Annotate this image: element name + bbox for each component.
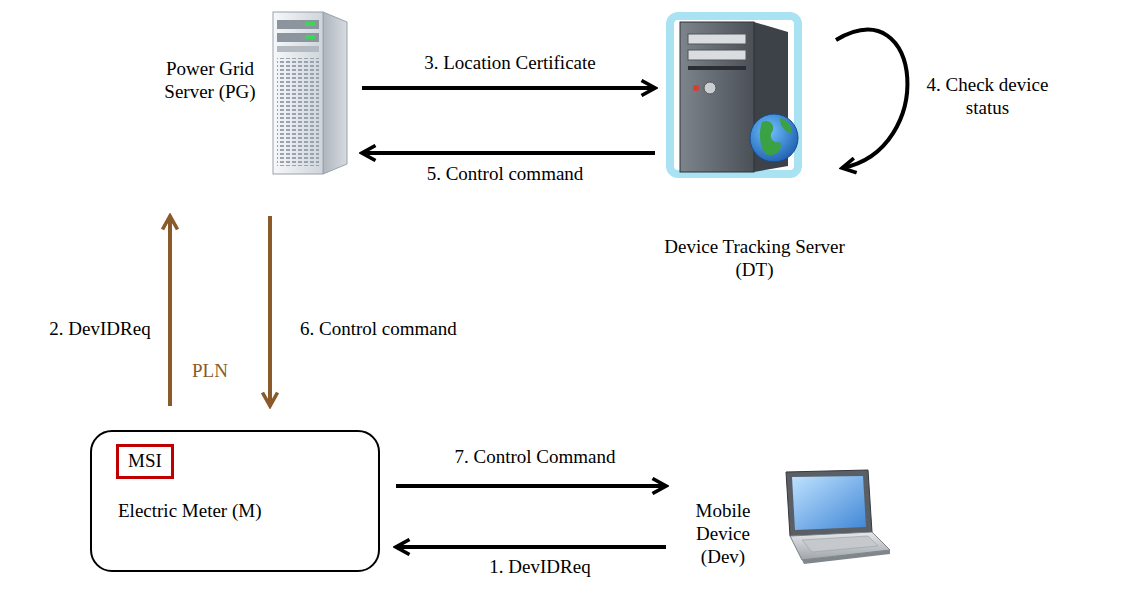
edge-label: 7. Control Command bbox=[430, 446, 640, 469]
meter-box: Electric Meter (M) MSI bbox=[90, 430, 380, 572]
module-box: MSI bbox=[116, 444, 174, 479]
arrow-connector bbox=[396, 545, 666, 549]
edge-label: 3. Location Certificate bbox=[410, 52, 610, 75]
edge-label: 5. Control command bbox=[405, 163, 605, 186]
arrow-connector bbox=[268, 216, 272, 406]
node-label: Power Grid Server (PG) bbox=[155, 58, 265, 104]
server-node: Device Tracking Server (DT) bbox=[662, 10, 834, 180]
computer-icon bbox=[772, 468, 892, 569]
computer-icon bbox=[267, 8, 352, 181]
edge-label: 6. Control command bbox=[300, 318, 480, 341]
node-label: Electric Meter (M) bbox=[118, 500, 261, 523]
node-label: Mobile Device (Dev) bbox=[672, 500, 774, 568]
device-node: Mobile Device (Dev) bbox=[672, 468, 894, 564]
arrow-connector bbox=[362, 151, 655, 155]
arrow-connector bbox=[396, 484, 666, 488]
arrow-connector bbox=[836, 30, 907, 168]
computer-icon bbox=[662, 10, 834, 185]
bus-label: PLN bbox=[192, 360, 228, 383]
edge-label: 1. DevIDReq bbox=[470, 556, 610, 579]
server-node: Power Grid Server (PG) bbox=[155, 8, 355, 176]
node-label: MSI bbox=[128, 450, 162, 473]
arrow-connector bbox=[168, 216, 172, 406]
node-label: Device Tracking Server (DT) bbox=[657, 236, 852, 282]
edge-label: 4. Check device status bbox=[925, 74, 1050, 120]
edge-label: 2. DevIDReq bbox=[40, 318, 160, 341]
arrow-connector bbox=[362, 86, 655, 90]
